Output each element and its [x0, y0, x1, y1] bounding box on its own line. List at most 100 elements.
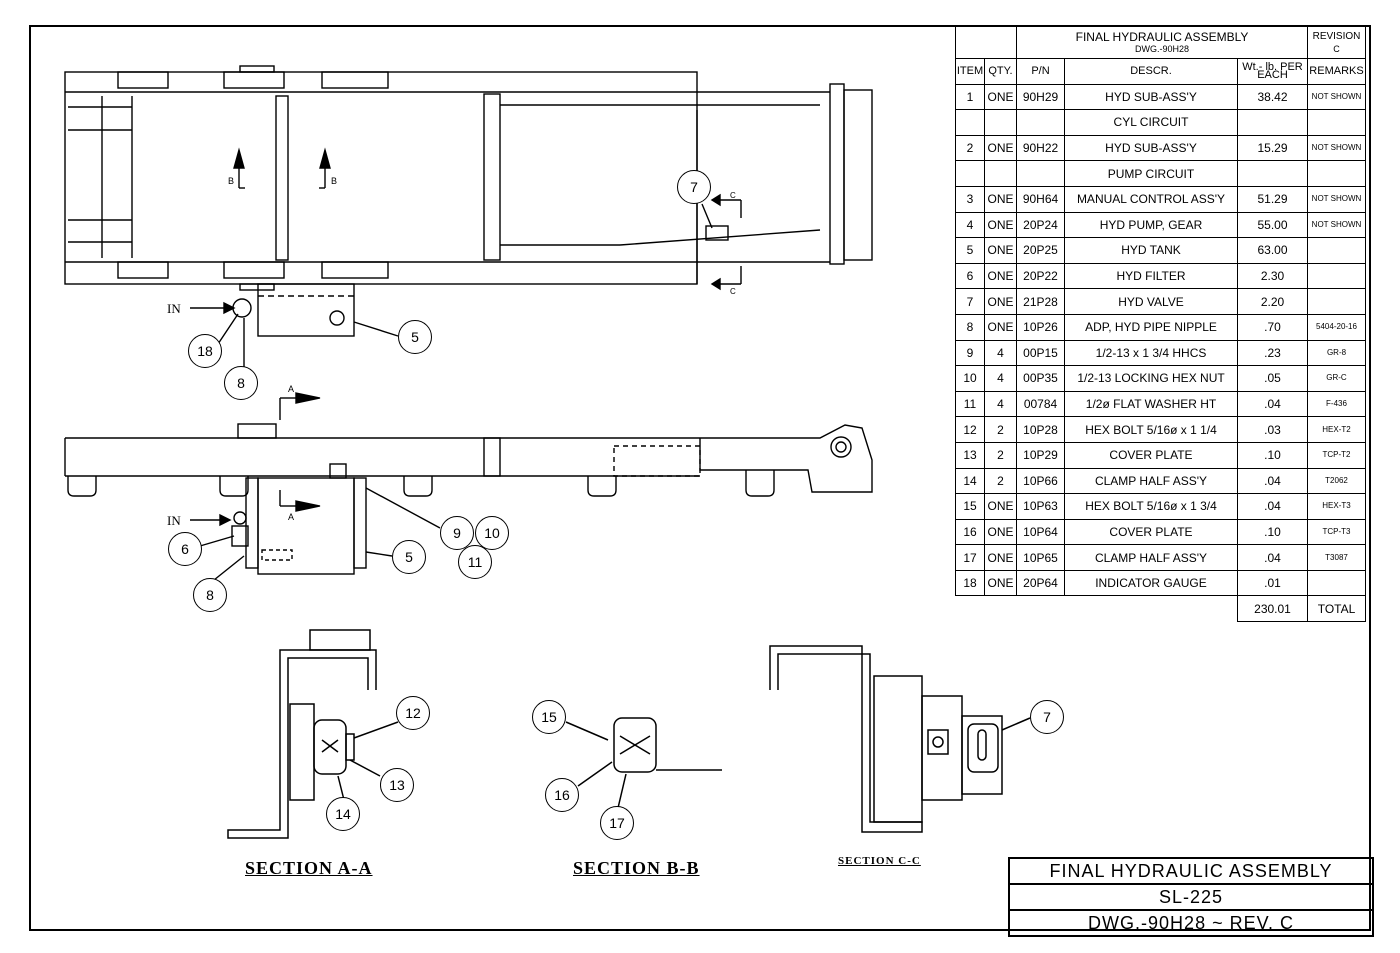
cell-descr: HYD FILTER	[1064, 262, 1238, 290]
cell-descr: CLAMP HALF ASS'Y	[1064, 544, 1238, 571]
cut-c-top: C	[730, 191, 736, 200]
cell-item: 9	[955, 339, 985, 367]
cell-pn: 00P15	[1016, 339, 1065, 367]
cell-weight: 38.42	[1237, 83, 1308, 111]
cell-descr: 1/2-13 LOCKING HEX NUT	[1064, 365, 1238, 392]
header-descr: DESCR.	[1064, 58, 1238, 85]
table-row: PUMP CIRCUIT	[955, 160, 1366, 187]
cell-descr: 1/2-13 x 1 3/4 HHCS	[1064, 339, 1238, 367]
balloon-10: 10	[475, 516, 509, 550]
cell-weight: .70	[1237, 313, 1308, 341]
title-block-drawing: DWG.-90H28 ~ REV. C	[1010, 911, 1372, 937]
cell-remarks: T3087	[1307, 544, 1366, 571]
balloon-9: 9	[440, 516, 474, 550]
in-label-top: IN	[167, 301, 181, 316]
cell-descr: HEX BOLT 5/16ø x 1 1/4	[1064, 416, 1238, 443]
cell-weight: .10	[1237, 441, 1308, 469]
bom-header-row: ITEM QTY. P/N DESCR. Wt.- lb. PER EACH R…	[955, 58, 1366, 85]
cell-descr: HYD TANK	[1064, 237, 1238, 264]
cell-remarks: NOT SHOWN	[1307, 185, 1366, 213]
cell-remarks: TCP-T2	[1307, 441, 1366, 469]
cell-remarks	[1307, 160, 1366, 187]
cell-weight: 2.30	[1237, 262, 1308, 290]
cell-qty: ONE	[984, 313, 1017, 341]
cell-remarks	[1307, 262, 1366, 290]
cell-descr: INDICATOR GAUGE	[1064, 569, 1238, 597]
cell-remarks: 5404-20-16	[1307, 313, 1366, 341]
cell-qty: 4	[984, 339, 1017, 367]
cell-remarks: NOT SHOWN	[1307, 83, 1366, 111]
table-row: CYL CIRCUIT	[955, 109, 1366, 136]
balloon-5-top: 5	[398, 320, 432, 354]
cell-remarks	[1307, 109, 1366, 136]
cell-weight: 2.20	[1237, 288, 1308, 315]
cell-pn: 90H64	[1016, 185, 1065, 213]
cell-pn: 20P25	[1016, 237, 1065, 264]
balloon-6: 6	[168, 532, 202, 566]
cell-pn: 00P35	[1016, 365, 1065, 392]
cell-remarks: NOT SHOWN	[1307, 211, 1366, 239]
cell-item: 1	[955, 83, 985, 111]
header-remarks: REMARKS	[1307, 58, 1366, 85]
cell-remarks	[1307, 237, 1366, 264]
cell-item	[955, 160, 985, 187]
section-c-title: SECTION C-C	[838, 855, 921, 867]
cell-descr: HYD VALVE	[1064, 288, 1238, 315]
cell-item: 4	[955, 211, 985, 239]
cell-pn: 10P28	[1016, 416, 1065, 443]
cell-item: 8	[955, 313, 985, 341]
cell-remarks	[1307, 569, 1366, 597]
cell-weight: .04	[1237, 544, 1308, 571]
cell-pn: 10P63	[1016, 493, 1065, 520]
balloon-15: 15	[532, 700, 566, 734]
balloon-16: 16	[545, 778, 579, 812]
cell-pn: 00784	[1016, 390, 1065, 418]
cell-pn: 10P29	[1016, 441, 1065, 469]
sheet-border	[29, 25, 1371, 931]
cell-weight: .23	[1237, 339, 1308, 367]
total-label: TOTAL	[1307, 595, 1366, 623]
section-a-title: SECTION A-A	[245, 858, 373, 878]
cell-item: 6	[955, 262, 985, 290]
title-block: FINAL HYDRAULIC ASSEMBLY SL-225 DWG.-90H…	[1008, 857, 1374, 937]
cell-weight: 55.00	[1237, 211, 1308, 239]
balloon-8-top: 8	[224, 366, 258, 400]
cell-weight: .05	[1237, 365, 1308, 392]
cell-pn: 90H22	[1016, 134, 1065, 162]
cell-item: 14	[955, 467, 985, 495]
cell-descr: PUMP CIRCUIT	[1064, 160, 1238, 187]
cell-item: 3	[955, 185, 985, 213]
cut-a-bottom: A	[288, 512, 294, 522]
header-pn: P/N	[1016, 58, 1065, 85]
cell-qty: ONE	[984, 262, 1017, 290]
balloon-13: 13	[380, 768, 414, 802]
cell-pn: 10P66	[1016, 467, 1065, 495]
cell-weight: .10	[1237, 518, 1308, 546]
cell-weight: .04	[1237, 390, 1308, 418]
section-a-detail	[227, 629, 399, 839]
bom-subtitle: DWG.-90H28	[1134, 43, 1189, 54]
cut-b-left: B	[228, 176, 234, 186]
cell-item: 2	[955, 134, 985, 162]
cell-qty: ONE	[984, 569, 1017, 597]
cell-weight: .04	[1237, 467, 1308, 495]
cell-qty: 2	[984, 416, 1017, 443]
cell-qty: ONE	[984, 185, 1017, 213]
cell-pn: 10P64	[1016, 518, 1065, 546]
revision-value: C	[1333, 43, 1340, 54]
cell-pn: 10P65	[1016, 544, 1065, 571]
cell-pn: 10P26	[1016, 313, 1065, 341]
